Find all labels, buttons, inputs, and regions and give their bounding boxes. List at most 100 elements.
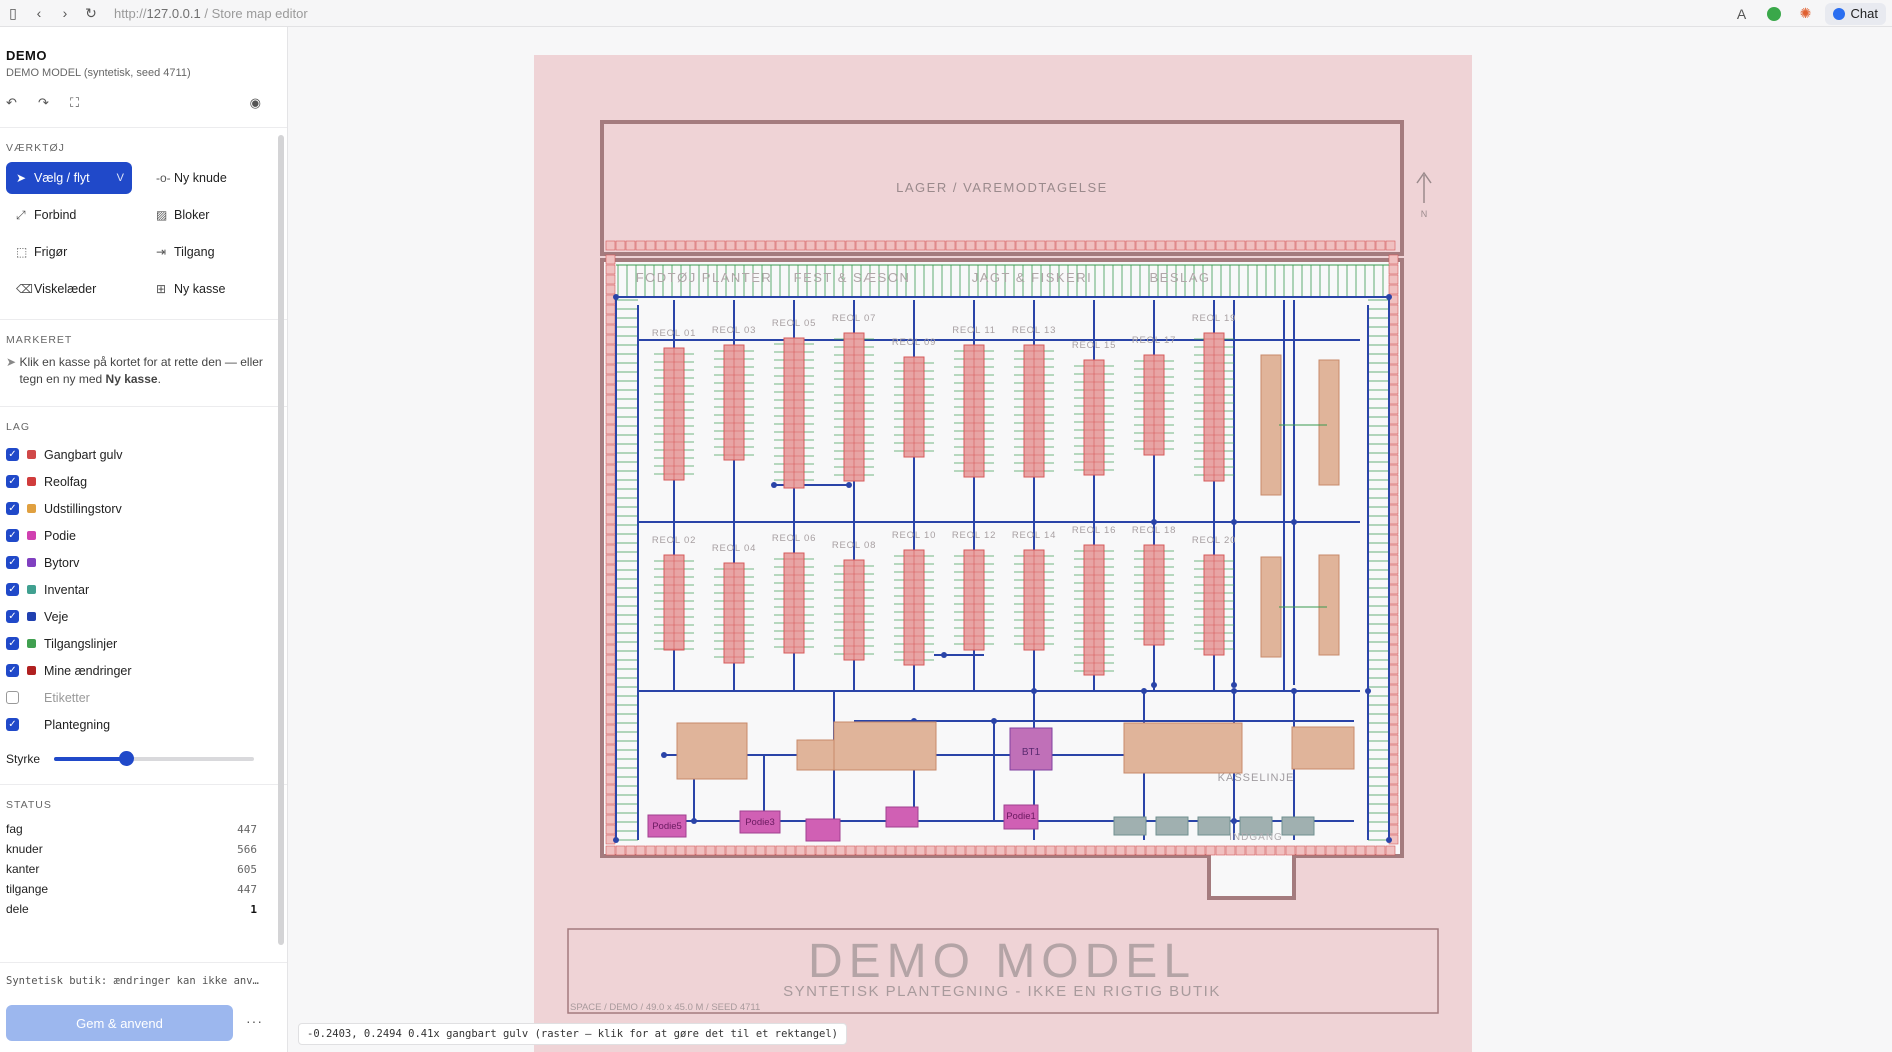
shelf-label[interactable]: REOL 19 [1192, 313, 1236, 324]
path-node[interactable] [1141, 688, 1147, 694]
eye-icon[interactable]: ◉ [249, 95, 261, 110]
podie-label[interactable]: Podie5 [652, 821, 682, 832]
fit-view-icon[interactable]: ⛶ [70, 95, 80, 110]
shelf-label[interactable]: REOL 13 [1012, 325, 1056, 336]
layer-checkbox[interactable]: ✓ [6, 583, 19, 596]
shelf-label[interactable]: REOL 02 [652, 535, 696, 546]
display-table[interactable] [1123, 722, 1243, 774]
path-node[interactable] [1231, 519, 1237, 525]
layer-row[interactable]: ✓Bytorv [0, 549, 287, 576]
translate-icon[interactable]: A [1736, 5, 1747, 22]
address-bar[interactable]: http://127.0.0.1 / Store map editor [114, 6, 308, 21]
strength-slider-handle[interactable] [119, 751, 135, 766]
layer-checkbox[interactable] [6, 691, 19, 704]
podie-label[interactable]: Podie3 [745, 817, 775, 828]
shelf-label[interactable]: REOL 12 [952, 530, 996, 541]
podie[interactable] [739, 810, 781, 834]
path-node[interactable] [613, 294, 619, 300]
shelf-label[interactable]: REOL 15 [1072, 340, 1116, 351]
undo-icon[interactable]: ↶ [6, 95, 17, 110]
display-table[interactable] [676, 722, 748, 780]
redo-icon[interactable]: ↷ [38, 95, 49, 110]
layer-row[interactable]: ✓Inventar [0, 576, 287, 603]
display-table[interactable] [833, 721, 937, 771]
layer-row[interactable]: ✓Mine ændringer [0, 657, 287, 684]
path-node[interactable] [1231, 818, 1237, 824]
tool-access[interactable]: ⇥Tilgang [146, 236, 272, 268]
shelf-label[interactable]: REOL 08 [832, 540, 876, 551]
sidebar-toggle-icon[interactable]: ▯ [9, 4, 17, 21]
path-node[interactable] [1031, 688, 1037, 694]
layer-row[interactable]: ✓Udstillingstorv [0, 495, 287, 522]
more-options-button[interactable]: ··· [246, 1013, 263, 1029]
layer-checkbox[interactable]: ✓ [6, 475, 19, 488]
layer-row[interactable]: Etiketter [0, 684, 287, 711]
display-table[interactable] [1291, 726, 1355, 770]
path-node[interactable] [1386, 294, 1392, 300]
shelf-label[interactable]: REOL 09 [892, 337, 936, 348]
shelf-label[interactable]: REOL 06 [772, 533, 816, 544]
path-node[interactable] [691, 818, 697, 824]
podie-label[interactable]: Podie1 [1006, 811, 1036, 822]
layer-checkbox[interactable]: ✓ [6, 556, 19, 569]
reload-icon[interactable]: ↻ [85, 4, 97, 21]
layer-checkbox[interactable]: ✓ [6, 718, 19, 731]
extension-green-icon[interactable] [1761, 0, 1787, 27]
save-apply-button[interactable]: Gem & anvend [6, 1005, 233, 1041]
path-node[interactable] [846, 482, 852, 488]
path-node[interactable] [1231, 682, 1237, 688]
layer-checkbox[interactable]: ✓ [6, 610, 19, 623]
layer-checkbox[interactable]: ✓ [6, 637, 19, 650]
bytorv-zone[interactable] [1009, 727, 1053, 771]
shelf-label[interactable]: REOL 03 [712, 325, 756, 336]
display-table[interactable] [1318, 359, 1340, 486]
forward-icon[interactable]: › [62, 5, 68, 21]
display-table[interactable] [1260, 556, 1282, 658]
shelf-label[interactable]: REOL 14 [1012, 530, 1056, 541]
path-node[interactable] [1291, 519, 1297, 525]
layer-row[interactable]: ✓Tilgangslinjer [0, 630, 287, 657]
layer-row[interactable]: ✓Reolfag [0, 468, 287, 495]
layer-row[interactable]: ✓Gangbart gulv [0, 441, 287, 468]
path-node[interactable] [941, 652, 947, 658]
tool-eraser[interactable]: ⌫Viskelæder [6, 273, 132, 305]
display-table[interactable] [1260, 354, 1282, 496]
layer-checkbox[interactable]: ✓ [6, 664, 19, 677]
path-node[interactable] [1365, 688, 1371, 694]
shelf-label[interactable]: REOL 17 [1132, 335, 1176, 346]
shelf-label[interactable]: REOL 05 [772, 318, 816, 329]
layer-checkbox[interactable]: ✓ [6, 502, 19, 515]
path-node[interactable] [613, 837, 619, 843]
display-table[interactable] [796, 739, 838, 771]
podie[interactable] [885, 806, 919, 828]
path-node[interactable] [1151, 682, 1157, 688]
podie[interactable] [647, 814, 687, 838]
layer-row[interactable]: ✓Podie [0, 522, 287, 549]
display-table[interactable] [1318, 554, 1340, 656]
tool-connect[interactable]: ⤢Forbind [6, 199, 132, 231]
path-node[interactable] [1386, 837, 1392, 843]
path-node[interactable] [661, 752, 667, 758]
tool-new-node[interactable]: -o-Ny knude [146, 162, 272, 194]
shelf-label[interactable]: REOL 10 [892, 530, 936, 541]
layer-row[interactable]: ✓Veje [0, 603, 287, 630]
tool-block[interactable]: ▨Bloker [146, 199, 272, 231]
tool-release[interactable]: ⬚Frigør [6, 236, 132, 268]
path-node[interactable] [991, 718, 997, 724]
layer-checkbox[interactable]: ✓ [6, 529, 19, 542]
path-node[interactable] [1151, 519, 1157, 525]
tool-new-box[interactable]: ⊞Ny kasse [146, 273, 272, 305]
chat-button[interactable]: Chat [1824, 2, 1886, 25]
shelf-label[interactable]: REOL 11 [952, 325, 996, 336]
path-node[interactable] [771, 482, 777, 488]
shelf-label[interactable]: REOL 16 [1072, 525, 1116, 536]
extension-orange-icon[interactable]: ✺ [1799, 5, 1812, 21]
podie[interactable] [805, 818, 841, 842]
layer-checkbox[interactable]: ✓ [6, 448, 19, 461]
layer-row[interactable]: ✓Plantegning [0, 711, 287, 738]
shelf-label[interactable]: REOL 20 [1192, 535, 1236, 546]
back-icon[interactable]: ‹ [36, 5, 42, 21]
